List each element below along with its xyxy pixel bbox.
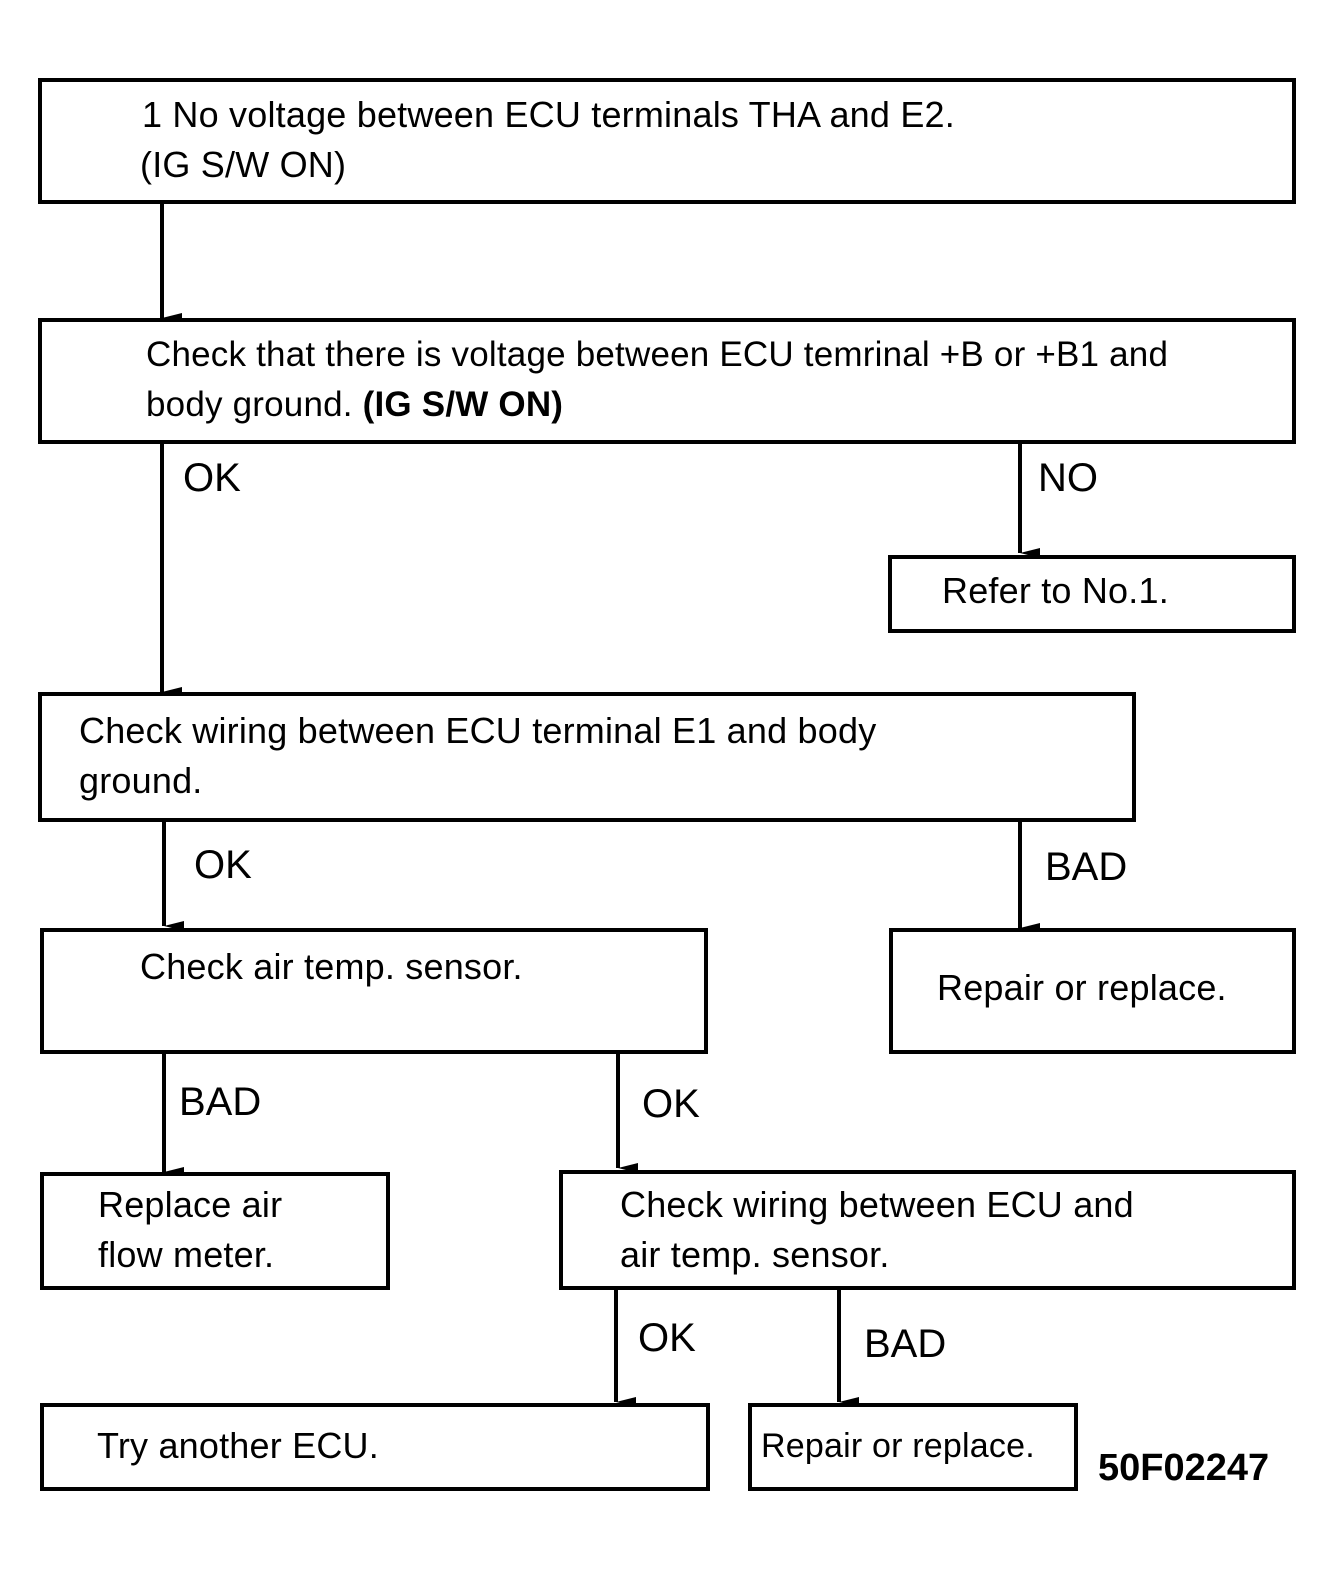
- step1-line1: 1 No voltage between ECU terminals THA a…: [142, 94, 955, 135]
- replace-afm-line2: flow meter.: [98, 1234, 275, 1275]
- wiring2-line1: Check wiring between ECU and: [620, 1184, 1134, 1225]
- step2-line2: body ground. (IG S/W ON): [146, 380, 563, 430]
- step3-box: [38, 692, 1136, 822]
- figure-code: 50F02247: [1098, 1447, 1270, 1489]
- step3-line1: Check wiring between ECU terminal E1 and…: [79, 710, 877, 751]
- step2-box: [38, 318, 1296, 444]
- repair1-box: [889, 928, 1296, 1054]
- sensor-text: Check air temp. sensor.: [140, 946, 523, 987]
- try-ecu-box: [40, 1403, 710, 1491]
- wiring2-box: [559, 1170, 1296, 1290]
- step1-box: [38, 78, 1296, 204]
- repair2-box: [748, 1403, 1078, 1491]
- replace-afm-line1: Replace air: [98, 1184, 283, 1225]
- wiring2-ok-label: OK: [638, 1316, 696, 1360]
- repair2-text: Repair or replace.: [761, 1427, 1035, 1465]
- step2-no-label: NO: [1038, 456, 1098, 500]
- repair1-text: Repair or replace.: [937, 967, 1227, 1008]
- step2-ok-label: OK: [183, 456, 241, 500]
- step3-line2: ground.: [79, 760, 203, 801]
- sensor-box: [40, 928, 708, 1054]
- try-ecu-text: Try another ECU.: [97, 1425, 379, 1466]
- sensor-bad-label: BAD: [179, 1080, 262, 1124]
- replace-afm-box: [40, 1172, 390, 1290]
- step2-line1: Check that there is voltage between ECU …: [146, 335, 1169, 374]
- step2-line2-bold: (IG S/W ON): [362, 385, 564, 424]
- wiring2-bad-label: BAD: [864, 1322, 947, 1366]
- refer-box: [888, 555, 1296, 633]
- step1-line2: (IG S/W ON): [140, 144, 347, 185]
- refer-text: Refer to No.1.: [942, 570, 1169, 611]
- step2-line2-plain: body ground.: [146, 385, 363, 424]
- step3-bad-label: BAD: [1045, 845, 1128, 889]
- sensor-ok-label: OK: [642, 1082, 700, 1126]
- step3-ok-label: OK: [194, 843, 252, 887]
- wiring2-line2: air temp. sensor.: [620, 1234, 890, 1275]
